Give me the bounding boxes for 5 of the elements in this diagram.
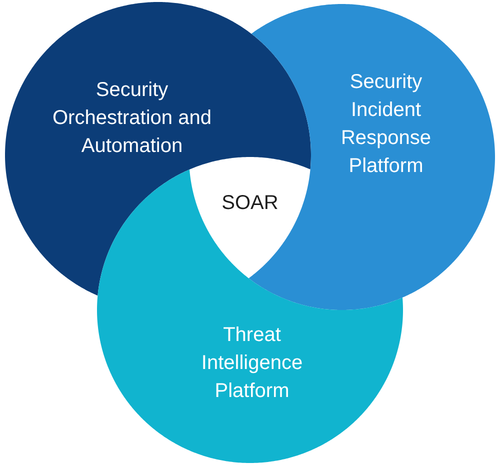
region-label: Security Incident Response Platform: [340, 70, 432, 179]
region-label: Security Orchestration and Automation: [52, 78, 212, 159]
venn-region: [5, 2, 311, 296]
intersection-label: SOAR: [222, 189, 278, 217]
region-label: Threat Intelligence Platform: [200, 323, 304, 404]
